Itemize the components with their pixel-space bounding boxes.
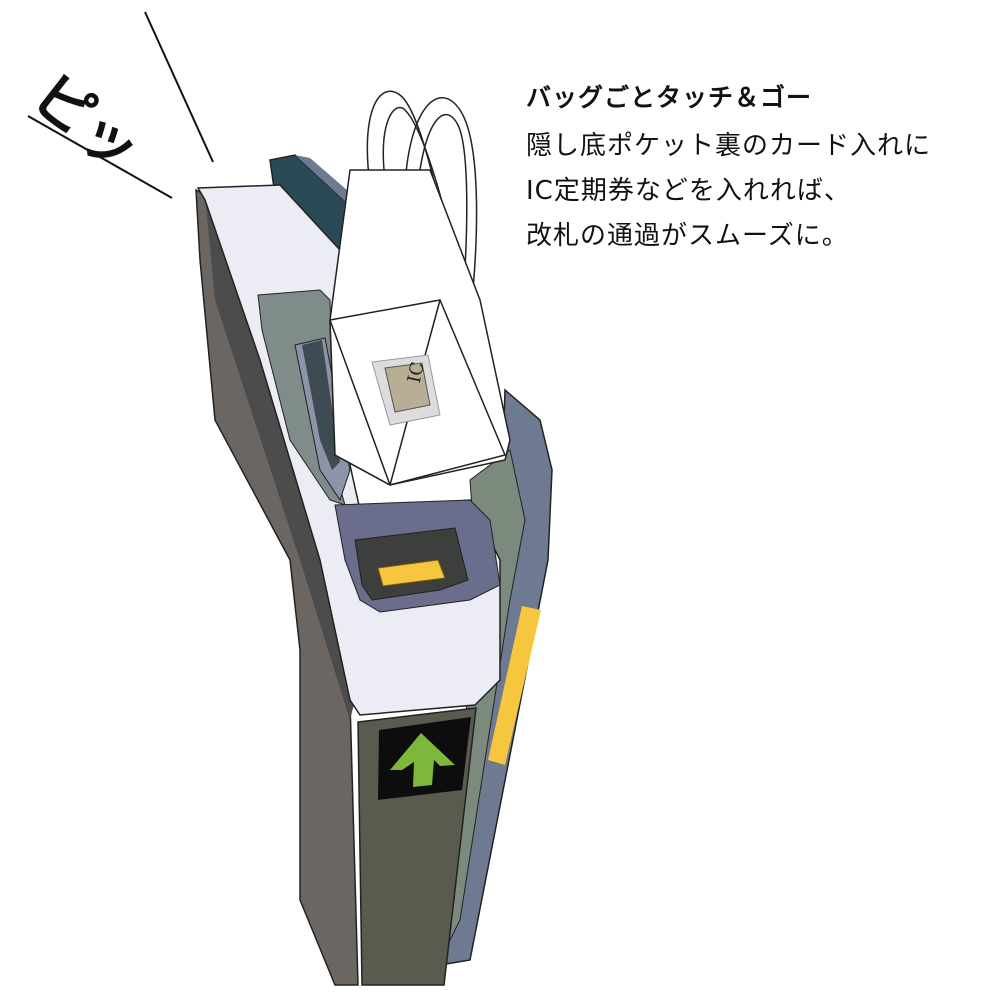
yellow-indicator bbox=[488, 606, 541, 765]
body-line: IC定期券などを入れれば、 bbox=[526, 176, 851, 206]
body-text: 隠し底ポケット裏のカード入れに IC定期券などを入れれば、 改札の通過がスムーズ… bbox=[526, 124, 931, 259]
ic-card-label: IC bbox=[404, 360, 429, 385]
sound-line-left bbox=[27, 115, 173, 199]
reader-screen bbox=[302, 340, 340, 470]
body-line: 隠し底ポケット裏のカード入れに bbox=[526, 131, 932, 161]
body-line: 改札の通過がスムーズに。 bbox=[526, 221, 849, 251]
ic-card bbox=[384, 362, 431, 413]
tote-bag bbox=[329, 90, 511, 486]
green-arrow-icon bbox=[390, 733, 455, 787]
ticket-slot-light bbox=[377, 559, 446, 587]
gate-left-shadow bbox=[205, 195, 355, 720]
headline: バッグごとタッチ＆ゴー bbox=[526, 83, 813, 112]
sound-line-right bbox=[144, 11, 214, 163]
